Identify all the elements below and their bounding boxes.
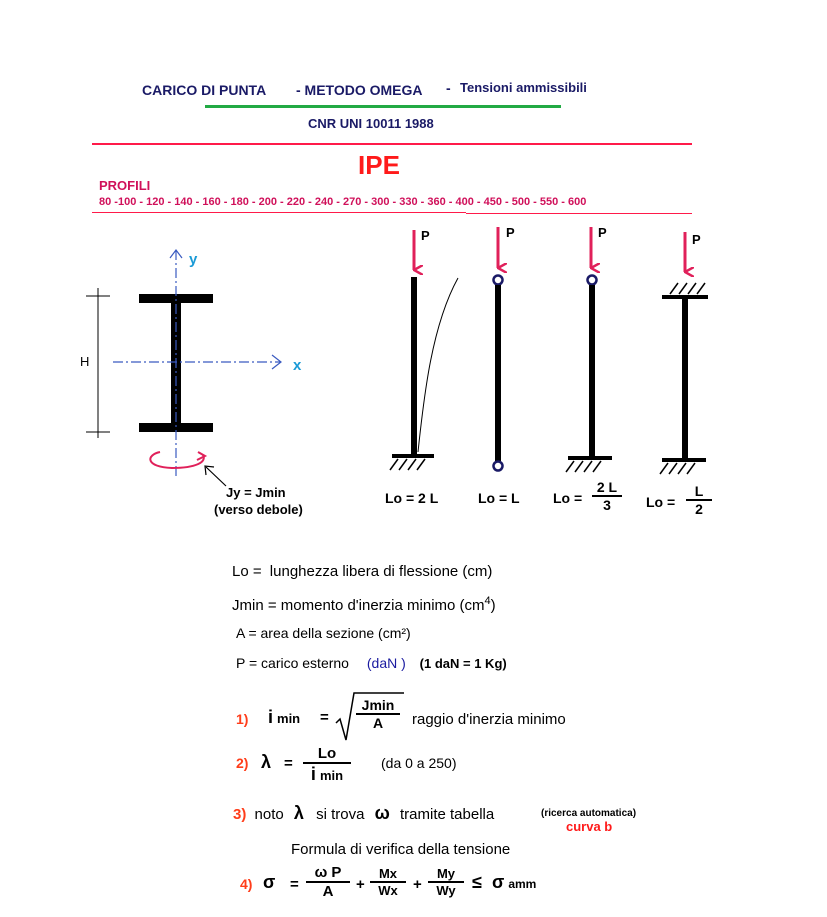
formula-4-plus-2: +: [413, 876, 422, 893]
def-jmin-close: ): [490, 597, 496, 614]
lo-case-3-prefix: Lo =: [553, 490, 583, 506]
load-label-1: P: [421, 228, 430, 243]
formula-4-fraction-2: Mx Wx: [370, 866, 406, 898]
fraction-denominator: A: [372, 715, 384, 731]
formula-2-equals: =: [284, 755, 293, 772]
fraction-numerator: 2 L: [596, 479, 618, 495]
formula-1-number: 1): [236, 711, 249, 727]
formula-3-lambda: λ: [293, 803, 304, 823]
column-4-fixed-fixed: [659, 232, 708, 475]
load-label-3: P: [598, 225, 607, 240]
def-area: A = area della sezione (cm²): [236, 625, 411, 641]
profile-name: IPE: [358, 150, 400, 180]
formula-4-fraction-1: ω P A: [306, 864, 350, 900]
fraction-denominator: A: [322, 883, 334, 900]
weak-axis-label: (verso debole): [214, 502, 303, 517]
fraction-denominator: 3: [603, 497, 611, 513]
formula-3-text-2: si trova: [316, 806, 365, 823]
fraction-numerator: Jmin: [361, 697, 395, 713]
jy-pointer-arrow: [204, 465, 227, 487]
formula-4-sigma: σ: [263, 872, 276, 892]
formula-4-fraction-3: My Wy: [428, 866, 464, 898]
load-label-2: P: [506, 225, 515, 240]
formula-4-equals: =: [290, 876, 299, 893]
def-jmin-text: Jmin = momento d'inerzia minimo (cm: [232, 597, 485, 614]
def-jmin-exponent: 4: [484, 595, 491, 607]
height-label: H: [80, 354, 90, 369]
load-label-4: P: [692, 232, 701, 247]
fraction-numerator: L: [694, 483, 704, 499]
formula-2-lambda: λ: [261, 752, 272, 772]
axis-x-label: x: [293, 357, 302, 374]
def-jmin: Jmin = momento d'inerzia minimo (cm4): [232, 595, 496, 614]
lo-case-3-fraction: 2 L 3: [592, 479, 622, 513]
height-dimension: [86, 288, 110, 438]
fraction-numerator: ω P: [314, 864, 342, 881]
sizes-divider-left: [92, 212, 466, 213]
fraction-numerator: Mx: [378, 866, 398, 881]
rotation-arrow-icon: [149, 451, 208, 470]
def-lo-symbol: Lo =: [232, 563, 262, 580]
jy-label: Jy = Jmin: [226, 485, 286, 500]
profile-sizes: 80 -100 - 120 - 140 - 160 - 180 - 200 - …: [99, 196, 587, 208]
formula-3-number: 3): [233, 806, 247, 823]
lo-case-4-prefix: Lo =: [646, 494, 676, 510]
fraction-denominator: 2: [695, 501, 703, 517]
column-1-fixed-free: [389, 230, 459, 471]
def-lo: Lo = lunghezza libera di flessione (cm): [232, 563, 492, 580]
axis-y-label: y: [189, 251, 198, 268]
axis-x: [113, 354, 282, 370]
def-load-text: P = carico esterno: [236, 655, 349, 671]
sqrt-sign: [335, 692, 404, 741]
lo-case-2: Lo = L: [478, 490, 520, 506]
def-lo-text: lunghezza libera di flessione (cm): [269, 563, 493, 580]
title-dash: -: [446, 80, 451, 96]
title-main: CARICO DI PUNTA: [142, 82, 267, 98]
formula-3: 3) noto λ si trova ω tramite tabella: [233, 803, 494, 824]
norm-label: CNR UNI 10011 1988: [308, 116, 434, 131]
fraction-numerator: My: [436, 866, 456, 881]
axis-y: [169, 249, 183, 478]
header-divider: [92, 143, 692, 145]
formula-1-description: raggio d'inerzia minimo: [412, 711, 566, 728]
formula-3-text-3: tramite tabella: [400, 806, 495, 823]
formula-4-number: 4): [240, 876, 253, 892]
formula-2-range: (da 0 a 250): [381, 755, 457, 771]
title-underline: [205, 105, 561, 108]
profili-label: PROFILI: [99, 178, 151, 193]
title-sub: Tensioni ammissibili: [460, 80, 587, 95]
fraction-denominator: Wx: [378, 883, 398, 898]
fraction-denominator: Wy: [436, 883, 456, 898]
sizes-divider-right: [466, 213, 692, 214]
formula-4-plus-1: +: [356, 876, 365, 893]
title-method: - METODO OMEGA: [296, 82, 423, 98]
def-load-note: (1 daN = 1 Kg): [419, 656, 507, 671]
formula-3-curve: curva b: [566, 819, 613, 834]
def-load-unit: (daN ): [366, 655, 406, 671]
formula-1-fraction: Jmin A: [356, 697, 400, 731]
formula-3-text-1: noto: [254, 806, 284, 823]
formula-3-note: (ricerca automatica): [541, 808, 637, 819]
formula-1-equals: =: [320, 709, 329, 726]
lo-case-4-fraction: L 2: [686, 483, 712, 517]
verify-title: Formula di verifica della tensione: [291, 841, 511, 858]
formula-2-number: 2): [236, 755, 249, 771]
column-3-fixed-pinned: [565, 227, 612, 473]
formula-4-leq: ≤: [472, 872, 482, 892]
fraction-numerator: Lo: [317, 745, 337, 762]
def-load: P = carico esterno (daN ) (1 daN = 1 Kg): [236, 655, 507, 671]
column-2-pinned-pinned: [492, 227, 503, 472]
lo-case-1: Lo = 2 L: [385, 490, 439, 506]
formula-3-omega: ω: [374, 803, 390, 823]
